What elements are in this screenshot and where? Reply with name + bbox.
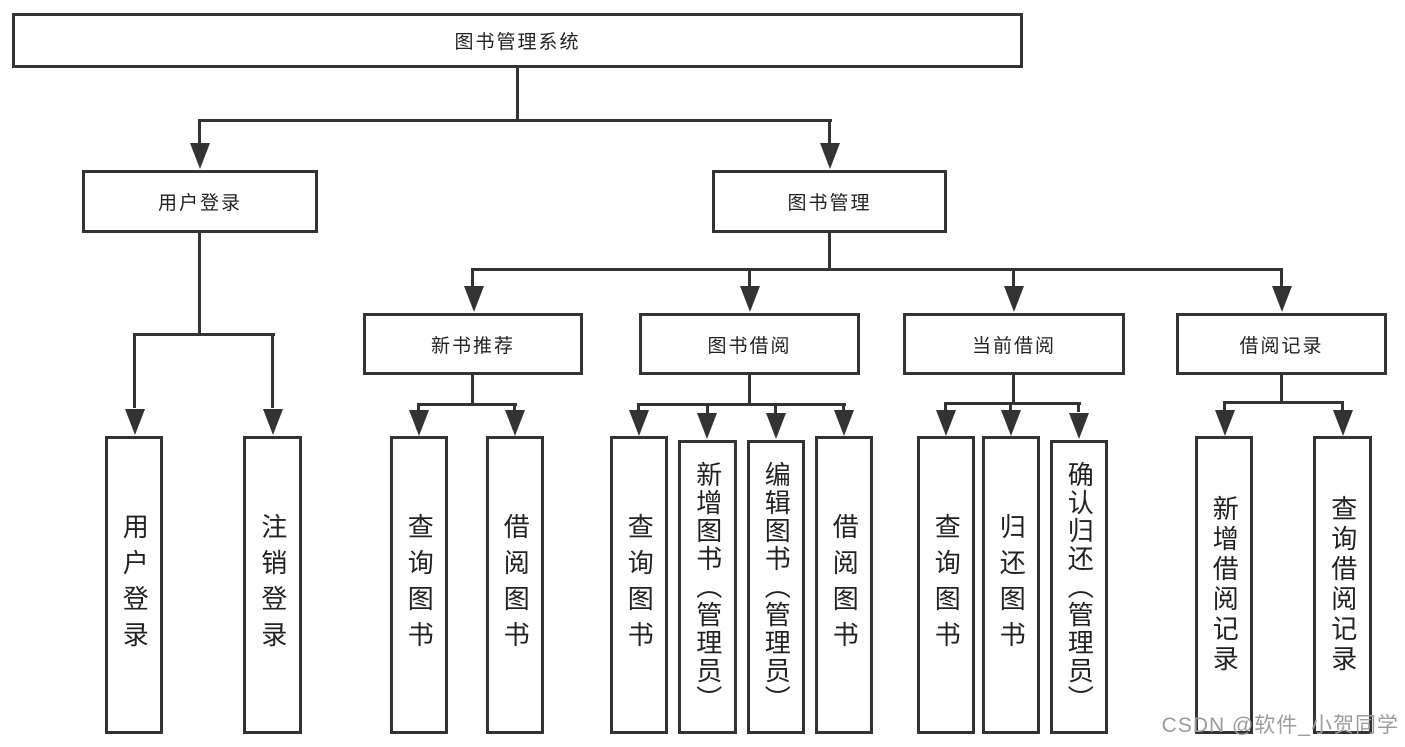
leaf-borrow-books-recommend: 借阅图书 bbox=[486, 436, 544, 734]
leaf-add-books-admin: 新增图书（管理员） bbox=[678, 440, 737, 734]
leaf-query-borrow-record: 查询借阅记录 bbox=[1313, 436, 1372, 734]
leaf-label: 归还图书 bbox=[996, 513, 1027, 657]
connector-line bbox=[133, 333, 136, 408]
leaf-query-books-recommend: 查询图书 bbox=[390, 436, 448, 734]
arrow-down-icon bbox=[1215, 410, 1235, 436]
connector-line bbox=[513, 403, 516, 413]
connector-line bbox=[1012, 268, 1015, 288]
leaf-label: 查询图书 bbox=[404, 513, 435, 657]
connector-line bbox=[1009, 402, 1012, 412]
node-new-book-recommend: 新书推荐 bbox=[363, 313, 583, 375]
connector-line bbox=[1077, 402, 1080, 412]
connector-line bbox=[1341, 401, 1344, 411]
node-root: 图书管理系统 bbox=[12, 13, 1023, 68]
node-user-login-label: 用户登录 bbox=[157, 193, 242, 214]
arrow-down-icon bbox=[936, 410, 956, 436]
connector-line bbox=[706, 403, 709, 413]
arrow-down-icon bbox=[190, 143, 210, 169]
connector-line bbox=[198, 233, 201, 336]
connector-line bbox=[1280, 375, 1283, 404]
connector-line bbox=[1280, 268, 1283, 288]
leaf-label: 新增图书（管理员） bbox=[692, 461, 723, 713]
node-book-borrow: 图书借阅 bbox=[639, 313, 860, 375]
connector-line bbox=[944, 402, 1081, 405]
leaf-label: 借阅图书 bbox=[829, 513, 860, 657]
arrow-down-icon bbox=[1069, 413, 1089, 439]
leaf-label: 借阅图书 bbox=[500, 513, 531, 657]
node-book-borrow-label: 图书借阅 bbox=[707, 335, 792, 357]
connector-line bbox=[828, 233, 831, 271]
arrow-down-icon bbox=[125, 409, 145, 435]
leaf-query-books-borrow: 查询图书 bbox=[610, 436, 668, 734]
connector-line bbox=[748, 268, 751, 288]
connector-line bbox=[748, 375, 751, 406]
connector-line bbox=[637, 403, 640, 413]
connector-line bbox=[516, 68, 519, 122]
connector-line bbox=[471, 268, 1283, 271]
connector-line bbox=[842, 403, 845, 413]
node-book-management-label: 图书管理 bbox=[787, 193, 872, 214]
leaf-label: 查询借阅记录 bbox=[1327, 495, 1358, 675]
connector-line bbox=[774, 403, 777, 413]
connector-line bbox=[1223, 401, 1344, 404]
node-user-login: 用户登录 bbox=[82, 170, 318, 233]
arrow-down-icon bbox=[697, 413, 717, 439]
watermark: CSDN @软件_小贺同学 bbox=[1161, 714, 1399, 737]
arrow-down-icon bbox=[263, 409, 283, 435]
leaf-edit-books-admin: 编辑图书（管理员） bbox=[747, 440, 805, 734]
leaf-label: 注销登录 bbox=[257, 513, 288, 657]
node-new-book-recommend-label: 新书推荐 bbox=[430, 335, 515, 357]
connector-line bbox=[417, 403, 517, 406]
leaf-label: 新增借阅记录 bbox=[1209, 495, 1240, 675]
arrow-down-icon bbox=[1004, 286, 1024, 312]
connector-line bbox=[198, 119, 201, 147]
connector-line bbox=[271, 333, 274, 408]
node-current-borrow: 当前借阅 bbox=[903, 313, 1125, 375]
arrow-down-icon bbox=[505, 410, 525, 436]
arrow-down-icon bbox=[464, 286, 484, 312]
arrow-down-icon bbox=[834, 410, 854, 436]
connector-line bbox=[828, 119, 831, 147]
leaf-confirm-return-admin: 确认归还（管理员） bbox=[1050, 440, 1108, 734]
connector-line bbox=[637, 403, 846, 406]
node-borrow-records-label: 借阅记录 bbox=[1239, 335, 1324, 357]
leaf-label: 查询图书 bbox=[624, 513, 655, 657]
node-current-borrow-label: 当前借阅 bbox=[971, 335, 1056, 357]
node-book-management: 图书管理 bbox=[712, 170, 947, 233]
leaf-label: 编辑图书（管理员） bbox=[761, 461, 792, 713]
connector-line bbox=[471, 375, 474, 406]
leaf-borrow-books: 借阅图书 bbox=[815, 436, 873, 734]
connector-line bbox=[417, 403, 420, 413]
connector-line bbox=[471, 268, 474, 288]
connector-line bbox=[198, 119, 832, 122]
arrow-down-icon bbox=[409, 410, 429, 436]
arrow-down-icon bbox=[1001, 410, 1021, 436]
connector-line bbox=[133, 333, 275, 336]
leaf-add-borrow-record: 新增借阅记录 bbox=[1195, 436, 1253, 734]
node-borrow-records: 借阅记录 bbox=[1176, 313, 1387, 375]
connector-line bbox=[1223, 401, 1226, 411]
leaf-label: 查询图书 bbox=[931, 513, 962, 657]
leaf-user-login: 用户登录 bbox=[105, 436, 163, 734]
arrow-down-icon bbox=[1333, 410, 1353, 436]
arrow-down-icon bbox=[766, 413, 786, 439]
connector-line bbox=[1012, 375, 1015, 405]
arrow-down-icon bbox=[629, 410, 649, 436]
leaf-logout: 注销登录 bbox=[243, 436, 302, 734]
arrow-down-icon bbox=[1272, 286, 1292, 312]
arrow-down-icon bbox=[820, 143, 840, 169]
leaf-label: 用户登录 bbox=[119, 513, 150, 657]
arrow-down-icon bbox=[740, 286, 760, 312]
node-root-label: 图书管理系统 bbox=[454, 32, 581, 53]
connector-line bbox=[944, 402, 947, 412]
leaf-query-books-current: 查询图书 bbox=[917, 436, 975, 734]
leaf-label: 确认归还（管理员） bbox=[1064, 461, 1095, 713]
leaf-return-books: 归还图书 bbox=[982, 436, 1040, 734]
